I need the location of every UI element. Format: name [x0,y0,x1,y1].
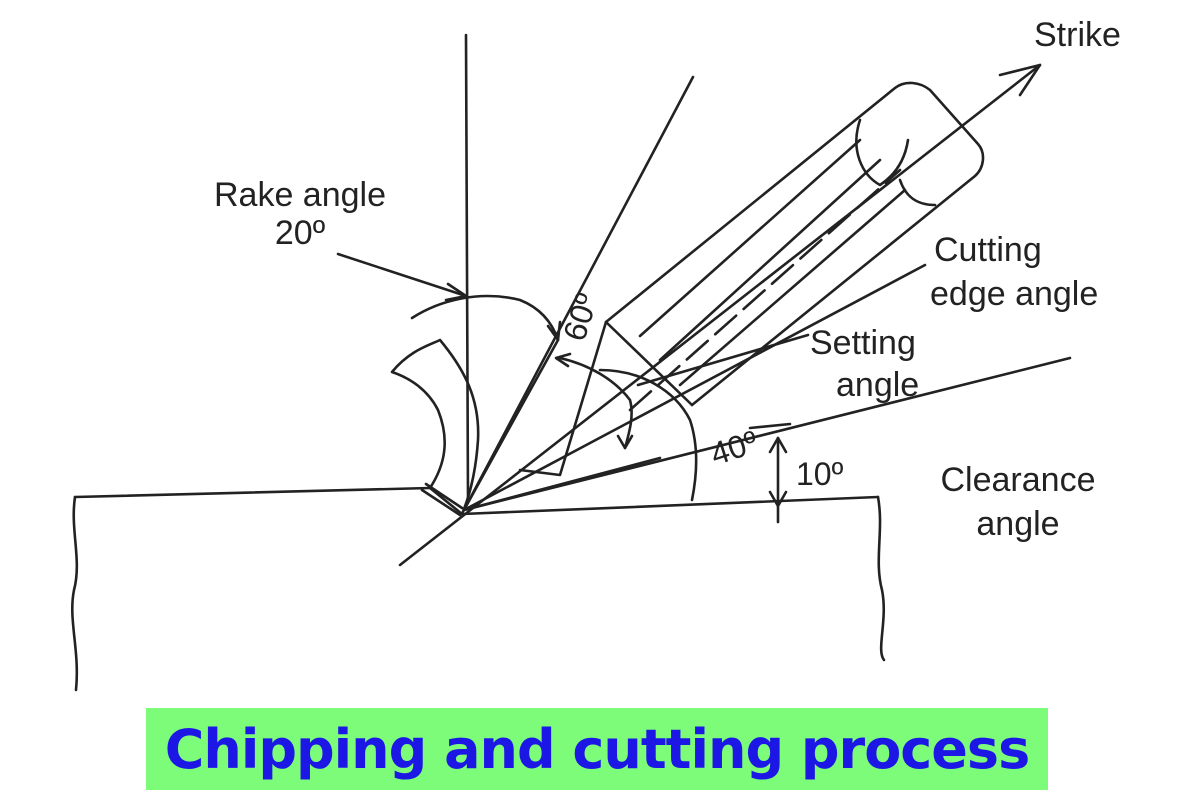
chisel-inner-top [638,138,862,338]
strike-arrow [998,63,1042,97]
angle-60-arrow2 [616,434,634,450]
setting-pointer [636,333,810,387]
chip [390,338,480,516]
label-setting-line2: angle [836,366,920,404]
label-rake-angle-line2: 20º [274,214,326,252]
rake-arrow-head [546,320,562,342]
chisel-tip-edge [604,320,694,407]
angle-40-arc [598,368,698,502]
title-text: Chipping and cutting process [164,717,1030,781]
label-cutting-edge-line1: Cutting [934,231,1042,269]
label-angle-10: 10º [796,456,844,492]
chisel-head-line2 [898,178,937,207]
clearance-arrow-bottom [768,490,788,508]
label-rake-angle-line1: Rake angle [213,176,386,214]
clearance-line [462,356,1072,512]
strike-axis-line [398,63,1042,567]
rake-pointer [336,252,468,298]
rake-pointer-head [444,282,468,302]
ray-inner [462,456,662,512]
chisel-inner-mid [658,158,882,362]
ray-60 [462,75,695,512]
label-clearance-line2: angle [976,505,1060,543]
workpiece-right-surface [460,495,880,516]
chisel-centre-dashed [628,168,902,412]
workpiece-right-edge [876,495,886,662]
label-setting-line1: Setting [810,324,916,362]
chip-root-hatch [420,482,464,517]
chisel-inner-bottom [678,188,907,387]
angle-60-arrow [554,352,572,368]
title-banner: Chipping and cutting process [146,708,1048,790]
chisel-head-line [855,118,910,187]
chisel-outline [604,81,985,407]
label-rake-angle: Rake angle 20º [190,176,410,252]
ray-rake [462,338,560,512]
vertical-reference-line [464,33,470,502]
chisel-bevel [518,320,608,477]
rake-angle-arc [410,294,560,342]
workpiece-left-surface [73,486,432,499]
angle-60-arc [558,356,633,450]
label-clearance-angle: Clearance angle [920,458,1116,546]
clearance-arrow-top [768,436,788,454]
label-clearance-line1: Clearance [940,461,1096,499]
label-cutting-edge-line2: edge angle [930,275,1099,313]
workpiece-left-edge [71,495,79,692]
label-cutting-edge-angle: Cutting edge angle [930,228,1098,316]
clearance-tick [748,422,792,430]
label-strike: Strike [1034,16,1121,54]
label-setting-angle: Setting angle [810,322,919,406]
ray-cutting-edge [462,263,927,512]
